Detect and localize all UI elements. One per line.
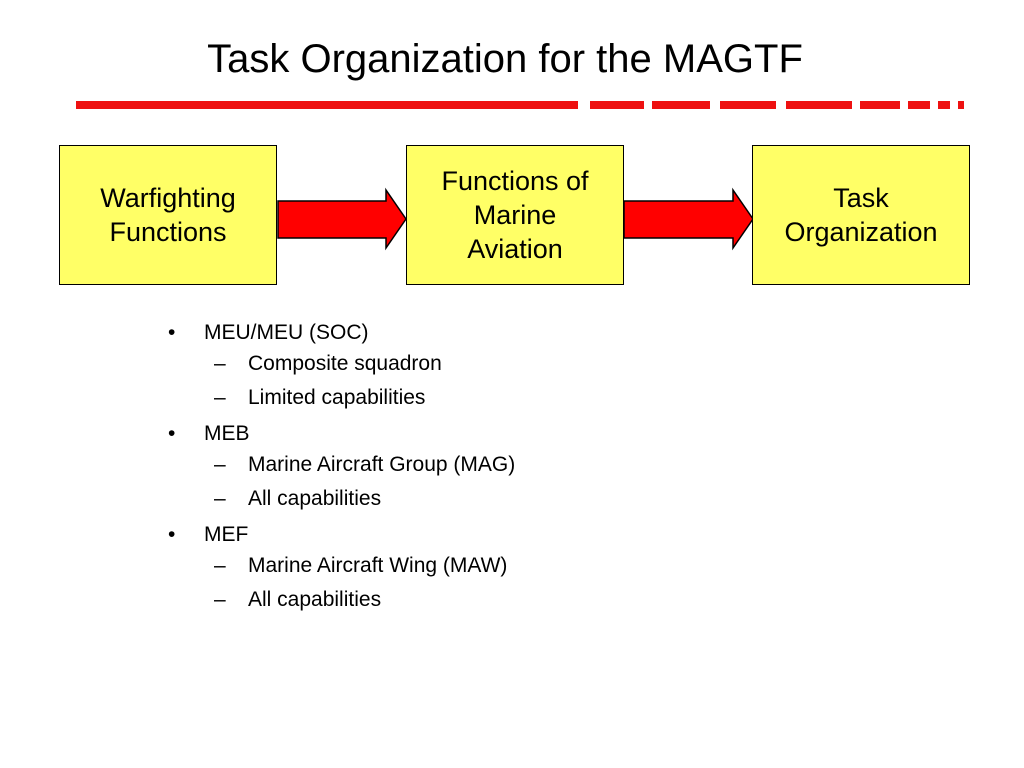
sub-bullet-item: – Marine Aircraft Wing (MAW) (214, 553, 518, 579)
sub-bullet-item: – All capabilities (214, 486, 518, 512)
dash-marker: – (214, 554, 226, 577)
sub-bullet-item: – Composite squadron (214, 351, 518, 377)
dash-marker: – (214, 453, 226, 476)
flow-box-warfighting-functions: Warfighting Functions (59, 145, 277, 285)
sub-bullet-text: All capabilities (248, 588, 382, 611)
flow-box-task-organization: Task Organization (752, 145, 970, 285)
sub-bullet-text: Marine Aircraft Group (MAG) (248, 453, 516, 476)
sub-bullet-text: Limited capabilities (248, 386, 426, 409)
bullet-marker: • (168, 523, 176, 546)
sub-bullet-item: – Limited capabilities (214, 385, 518, 411)
dash-marker: – (214, 386, 226, 409)
bullet-item: • MEB (168, 419, 568, 449)
arrow-right-icon (277, 187, 407, 251)
sub-bullet-text: Marine Aircraft Wing (MAW) (248, 554, 508, 577)
arrow-right-icon (623, 187, 754, 251)
bullet-text: MEB (204, 422, 250, 445)
flow-box-label: Warfighting Functions (100, 183, 236, 247)
dash-marker: – (214, 588, 226, 611)
sub-bullet-text: All capabilities (248, 487, 382, 510)
bullet-marker: • (168, 321, 176, 344)
bullet-list: • MEU/MEU (SOC) – Composite squadron – L… (168, 318, 568, 621)
bullet-item: • MEU/MEU (SOC) (168, 318, 568, 348)
sub-bullet-item: – All capabilities (214, 587, 518, 613)
dash-marker: – (214, 352, 226, 375)
bullet-text: MEF (204, 523, 249, 546)
sub-bullet-item: – Marine Aircraft Group (MAG) (214, 452, 518, 478)
slide-title: Task Organization for the MAGTF (207, 37, 803, 81)
flow-box-label: Functions of Marine Aviation (441, 166, 589, 264)
flow-box-marine-aviation: Functions of Marine Aviation (406, 145, 624, 285)
sub-bullet-text: Composite squadron (248, 352, 442, 375)
bullet-marker: • (168, 422, 176, 445)
bullet-item: • MEF (168, 520, 568, 550)
dash-marker: – (214, 487, 226, 510)
flow-box-label: Task Organization (784, 183, 938, 247)
bullet-text: MEU/MEU (SOC) (204, 321, 369, 344)
